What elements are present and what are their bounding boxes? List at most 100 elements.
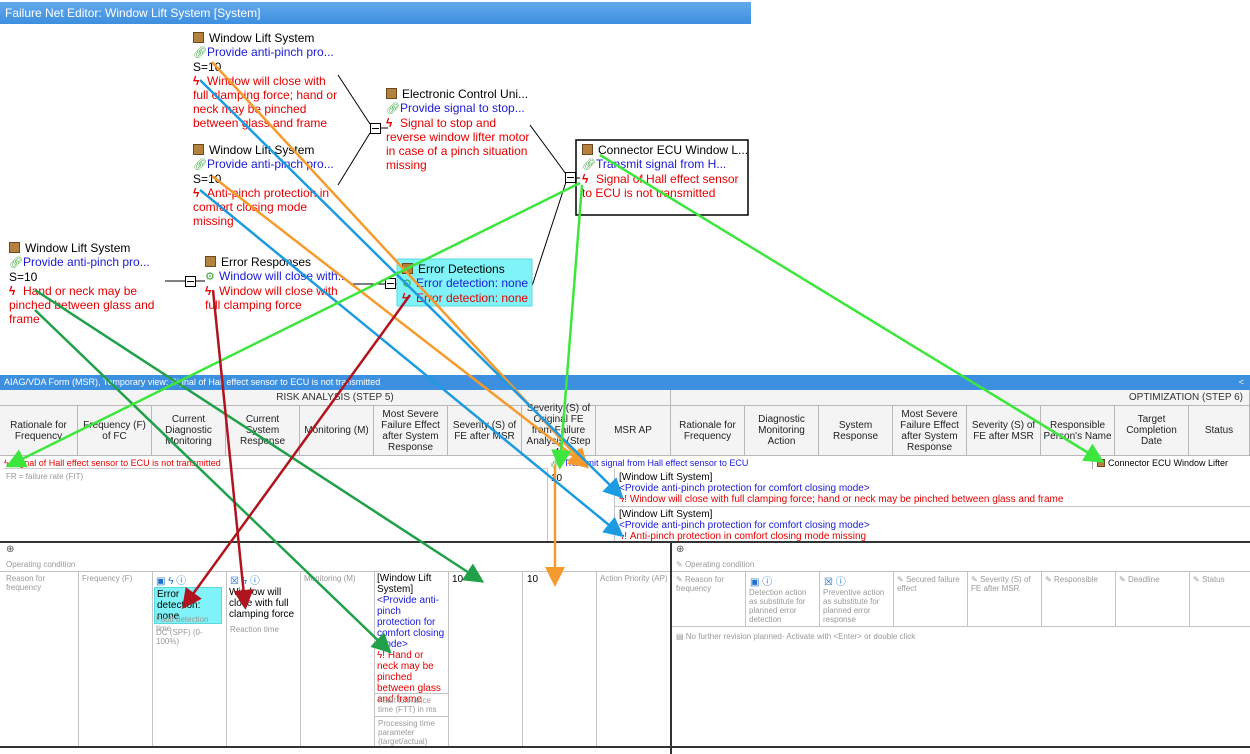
response-value: Window will close with full clamping for…: [229, 587, 295, 620]
right-status: ✎ Status: [1193, 575, 1225, 584]
col-opt-responsible[interactable]: Responsible Person's Name: [1041, 406, 1115, 456]
detection-icons: ▣ ϟ ⓘ: [156, 576, 187, 587]
junction-ecu[interactable]: [565, 172, 576, 183]
effect-system: [Window Lift System]: [619, 472, 713, 483]
element-name-cell[interactable]: Connector ECU Window Lifter: [1092, 457, 1250, 469]
node-title: Window Lift System: [209, 31, 315, 45]
node-title: Window Lift System: [209, 143, 315, 157]
failure-bolt-icon: ϟ: [193, 74, 200, 88]
function-text: Transmit signal from Hall effect sensor …: [563, 458, 749, 468]
node-function: Window will close with...: [219, 269, 348, 283]
col-most-severe-fe[interactable]: Most Severe Failure Effect after System …: [374, 406, 448, 456]
function-link-icon: 🔗︎: [193, 47, 207, 59]
left-severity-after: 10: [452, 574, 464, 585]
net-node-window-lift-1[interactable]: Window Lift System 🔗︎Provide anti-pinch …: [193, 31, 343, 130]
node-failure: Signal of Hall effect sensor to ECU is n…: [582, 172, 739, 200]
fault-tolerance-time: Fault tolerance time (FTT) in ms: [378, 696, 437, 714]
col-rationale-frequency[interactable]: Rationale for Frequency: [0, 406, 78, 456]
operating-condition-text: Operating condition: [684, 560, 755, 569]
left-monitoring: Monitoring (M): [304, 574, 356, 583]
pencil-icon: ✎: [676, 560, 685, 569]
right-deadline: ✎ Deadline: [1119, 575, 1160, 584]
failure-cause-row[interactable]: ϟ Signal of Hall effect sensor to ECU is…: [4, 457, 548, 469]
effect-failure: Window will close with full clamping for…: [629, 494, 1064, 505]
left-severity-original: 10: [527, 574, 539, 585]
left-operating-condition: Operating condition: [6, 560, 76, 569]
right-responsible: ✎ Responsible: [1045, 575, 1098, 584]
col-frequency-fc[interactable]: Frequency (F) of FC: [78, 406, 152, 456]
net-node-error-detections[interactable]: Error Detections ⚙Error detection: none …: [402, 262, 530, 305]
col-opt-rationale[interactable]: Rationale for Frequency: [671, 406, 745, 456]
response-failure-icon: ϟ: [205, 284, 212, 298]
no-revision-hint[interactable]: ▤ No further revision planned- Activate …: [676, 632, 915, 641]
collapse-arrow-icon[interactable]: <: [1238, 377, 1244, 387]
failure-bolt-icon: ϟ: [582, 172, 589, 186]
no-revision-text: No further revision planned- Activate wi…: [685, 632, 916, 641]
col-severity-after-msr[interactable]: Severity (S) of FE after MSR: [448, 406, 522, 456]
effect-system: [Window Lift System]: [619, 509, 713, 520]
window-title: Failure Net Editor: Window Lift System […: [5, 6, 261, 20]
net-node-connector[interactable]: Connector ECU Window L... 🔗︎Transmit sig…: [582, 143, 749, 200]
severity-after-text: Severity (S) of FE after MSR: [971, 575, 1031, 593]
block-icon: [386, 88, 397, 99]
effect-failure: Hand or neck may be pinched between glas…: [377, 650, 441, 705]
right-severity-after: ✎ Severity (S) of FE after MSR: [971, 575, 1037, 593]
col-opt-status[interactable]: Status: [1189, 406, 1250, 456]
col-opt-diagnostic-action[interactable]: Diagnostic Monitoring Action: [745, 406, 819, 456]
effect-1[interactable]: [Window Lift System] <Provide anti-pinch…: [619, 472, 1249, 505]
action-priority: Action Priority (AP): [600, 574, 668, 583]
col-msr-ap[interactable]: MSR AP: [596, 406, 671, 456]
right-operating-condition: ✎ Operating condition: [676, 560, 754, 569]
col-opt-severity-after[interactable]: Severity (S) of FE after MSR: [967, 406, 1041, 456]
effect-failure-icon: ϟ!: [619, 494, 630, 505]
failure-bolt-icon: ϟ: [9, 284, 16, 298]
node-failure: Window will close with full clamping for…: [193, 74, 338, 130]
net-node-window-lift-2[interactable]: Window Lift System 🔗︎Provide anti-pinch …: [193, 143, 343, 228]
reaction-time: Reaction time: [230, 625, 279, 634]
left-effect-cell[interactable]: [Window Lift System] <Provide anti-pinch…: [377, 573, 445, 705]
function-link-icon: 🔗︎: [193, 159, 207, 171]
failure-bolt-icon: ϟ: [386, 116, 393, 130]
net-node-error-responses[interactable]: Error Responses ⚙Window will close with.…: [205, 255, 350, 312]
node-title: Error Responses: [221, 255, 312, 269]
block-icon: [9, 242, 20, 253]
form-header-bar: AIAG/VDA Form (MSR), Temporary view: Sig…: [0, 375, 1250, 390]
deadline-text: Deadline: [1127, 575, 1160, 584]
net-node-window-lift-3[interactable]: Window Lift System 🔗︎Provide anti-pinch …: [9, 241, 159, 326]
junction-responses[interactable]: [185, 276, 196, 287]
function-row[interactable]: 🔗︎ Transmit signal from Hall effect sens…: [550, 457, 1090, 469]
node-title: Error Detections: [418, 262, 505, 276]
col-current-diagnostic[interactable]: Current Diagnostic Monitoring: [152, 406, 226, 456]
col-monitoring[interactable]: Monitoring (M): [300, 406, 374, 456]
col-severity-original[interactable]: Severity (S) of Original FE from Failure…: [522, 403, 596, 458]
node-title: Window Lift System: [25, 241, 131, 255]
processing-time: Processing time parameter (target/actual…: [378, 719, 435, 746]
response-value-cell[interactable]: Window will close with full clamping for…: [229, 587, 299, 620]
node-function: Transmit signal from H...: [596, 157, 727, 171]
col-current-system-response[interactable]: Current System Response: [226, 406, 300, 456]
node-failure: Signal to stop and reverse window lifter…: [386, 116, 530, 172]
col-opt-target-date[interactable]: Target Completion Date: [1115, 406, 1189, 456]
effect-2[interactable]: [Window Lift System] <Provide anti-pinch…: [619, 509, 1249, 542]
node-failure: Hand or neck may be pinched between glas…: [9, 284, 155, 326]
right-detection-icons: ▣ ⓘ: [750, 577, 773, 588]
node-title: Connector ECU Window L...: [598, 143, 749, 157]
failure-bolt-icon: ϟ: [193, 186, 200, 200]
right-block-toggle-icon[interactable]: ⊕: [676, 544, 685, 555]
junction-detections[interactable]: [385, 278, 396, 289]
optimization-title: OPTIMIZATION (STEP 6): [1128, 392, 1243, 403]
status-text: Status: [1201, 575, 1225, 584]
left-block-toggle-icon[interactable]: ⊕: [6, 544, 15, 555]
node-failure: Anti-pinch protection in comfort closing…: [193, 186, 330, 228]
function-link-icon: 🔗︎: [550, 458, 562, 468]
response-icons: ☒ ϟ ⓘ: [230, 576, 260, 587]
junction-system-effects[interactable]: [370, 123, 381, 134]
pencil-icon: ✎: [1193, 575, 1202, 584]
net-node-ecu[interactable]: Electronic Control Uni... 🔗︎Provide sign…: [386, 87, 531, 172]
block-icon: [205, 256, 216, 267]
form-header-title: AIAG/VDA Form (MSR), Temporary view: Sig…: [4, 377, 381, 387]
pencil-icon: ✎: [676, 575, 685, 584]
col-opt-most-severe-fe[interactable]: Most Severe Failure Effect after System …: [893, 406, 967, 456]
col-opt-system-response[interactable]: System Response: [819, 406, 893, 456]
fr-hint: FR = failure rate (FIT): [6, 472, 84, 481]
